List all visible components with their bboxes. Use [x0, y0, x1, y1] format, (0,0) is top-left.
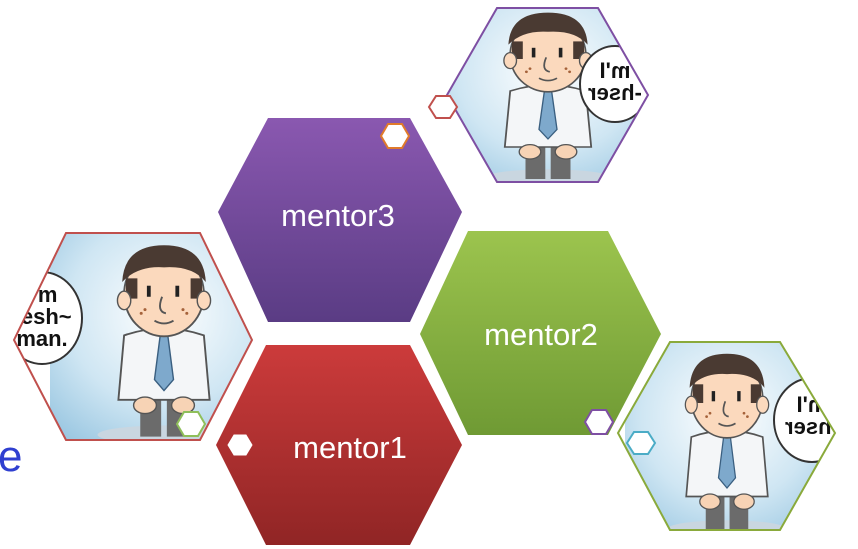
- marker-teal: [625, 431, 657, 455]
- marker-green: [175, 411, 207, 437]
- hex-tile-mentor3[interactable]: mentor3: [218, 118, 462, 322]
- cut-off-text: e: [0, 432, 23, 481]
- hex-label-mentor3: mentor3: [281, 198, 395, 233]
- marker-purple: [583, 409, 615, 435]
- hex-tile-mentor1[interactable]: mentor1: [216, 345, 462, 545]
- marker-orange: [379, 123, 411, 149]
- svg-text:-hser: -hser: [588, 80, 642, 105]
- svg-text:m'I: m'I: [600, 58, 631, 83]
- marker-red-outline: [427, 95, 459, 119]
- hex-tile-mentor2[interactable]: mentor2: [420, 231, 661, 435]
- marker-white: [227, 434, 253, 456]
- svg-text:man.: man.: [16, 326, 67, 351]
- hex-label-mentor1: mentor1: [293, 430, 407, 465]
- freshman-image-top: m'I -hser: [445, 7, 650, 183]
- freshman-image-right: m'I -hser: [616, 341, 837, 531]
- hex-label-mentor2: mentor2: [484, 317, 598, 352]
